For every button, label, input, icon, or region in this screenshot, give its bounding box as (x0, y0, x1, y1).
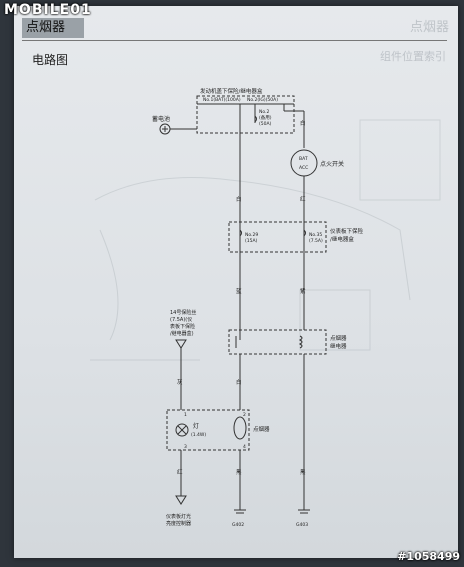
fuse35-symbol (303, 229, 306, 237)
under-hood-box (196, 95, 295, 134)
dimmer-label-2: 亮度控制器 (166, 520, 191, 527)
wire-color-red-b: 红 (177, 468, 183, 476)
wire-color-white-c: 白 (236, 378, 242, 386)
fuse35-label-1: No.35 (309, 232, 322, 238)
fuse-b-label: No.2(IG)(50A) (247, 97, 278, 103)
wire-color-white-b: 白 (236, 195, 242, 203)
wire-color-white-a: 白 (300, 119, 306, 127)
fuse-c-label-1: No.2 (259, 109, 269, 115)
relay-box (228, 329, 327, 355)
fuse14-symbol (175, 339, 187, 349)
lamp-cross-b (177, 425, 187, 435)
lamp-rating-label: (1.4W) (191, 432, 206, 438)
lighter-symbol (233, 416, 247, 440)
ground-g403-label: G403 (296, 522, 308, 528)
ignition-switch-label: 点火开关 (320, 160, 344, 168)
dimmer-symbol (175, 495, 187, 505)
ghost-subheader-text: 组件位置索引 (380, 50, 446, 63)
fuse14-label-4: /继电器盒) (170, 330, 194, 337)
wire-color-blue: 蓝 (236, 287, 242, 295)
pin1-label: 1 (184, 412, 187, 418)
lighter-label: 点烟器 (253, 425, 270, 433)
manual-page (14, 6, 458, 558)
ghost-header-text: 点烟器 (410, 20, 450, 35)
fuse14-label-1: 14号保险丝 (170, 309, 196, 316)
wire-color-red-a: 红 (300, 195, 306, 203)
dash-fuse-box (228, 221, 327, 253)
under-hood-box-title: 发动机盖下保险/继电器盒 (200, 87, 263, 95)
relay-label-1: 点烟器 (330, 334, 347, 342)
fuse-a-label: No.1(BAT)(100A) (203, 97, 241, 103)
ignition-acc-label: ACC (299, 165, 308, 171)
fuse14-label-3: 表板下保险 (170, 323, 195, 330)
relay-label-2: 继电器 (330, 342, 347, 350)
header-rule (22, 40, 447, 41)
wire-color-gray: 灰 (177, 378, 183, 386)
pin3-label: 3 (184, 444, 187, 450)
mobile01-watermark: MOBILE01 (4, 2, 92, 18)
wire-color-purple: 紫 (300, 288, 306, 295)
ignition-bat-label: BAT (299, 156, 308, 162)
dimmer-label-1: 仪表板灯光 (166, 513, 191, 520)
lamp-label: 灯 (193, 422, 199, 430)
fuse14-label-2: (7.5A)(仪 (170, 317, 192, 323)
fuse29-label-2: (15A) (245, 238, 258, 244)
dash-box-label-1: 仪表板下保险 (330, 227, 364, 235)
fuse29-label-1: No.29 (245, 232, 258, 238)
fuse-c-label-2: (备用) (259, 114, 272, 121)
lighter-unit-box (166, 409, 250, 451)
battery-label: 蓄电池 (152, 115, 170, 123)
fuse29-symbol (239, 229, 242, 237)
post-id-watermark: #1058499 (397, 550, 460, 563)
fuse-c-symbol (254, 115, 257, 123)
wire-color-black-a: 黑 (236, 469, 242, 476)
pin2-label: 2 (243, 412, 246, 418)
ignition-switch-symbol (290, 149, 318, 177)
ground-g402-label: G402 (232, 522, 244, 528)
section-label: 电路图 (32, 53, 69, 67)
bleed-through-shapes (90, 119, 441, 361)
wire-color-black-b: 黑 (300, 469, 306, 476)
fuse35-label-2: (7.5A) (309, 238, 323, 244)
fuse-c-label-3: (50A) (259, 121, 272, 127)
pin4-label: 4 (243, 444, 246, 450)
lamp-symbol (175, 423, 189, 437)
page-title: 点烟器 (22, 18, 84, 38)
dash-box-label-2: /继电器盒 (330, 235, 354, 243)
relay-coil (298, 335, 303, 349)
